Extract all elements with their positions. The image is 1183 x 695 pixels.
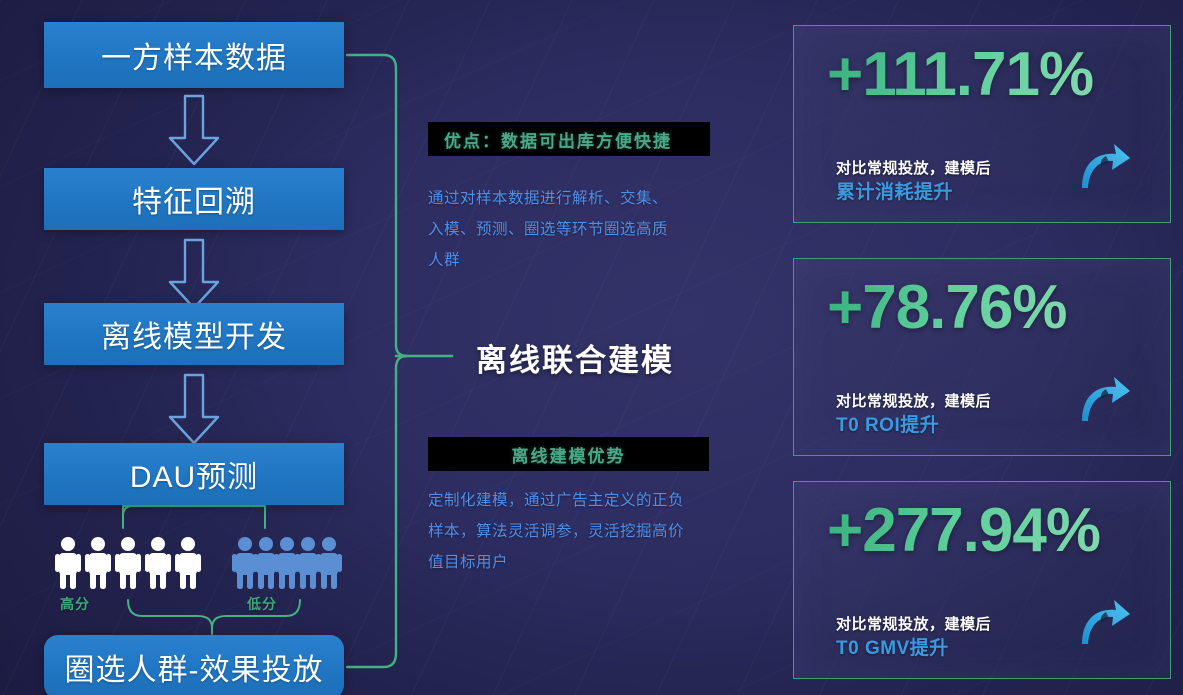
metric-name: T0 ROI提升 (836, 415, 940, 436)
person-icon (55, 537, 201, 589)
banner-label: 离线建模优势 (511, 446, 626, 466)
metric-percent: +111.71% (827, 40, 1094, 109)
flow-box-audience-delivery[interactable]: 圈选人群-效果投放 (44, 635, 344, 695)
flow-box-label: 圈选人群-效果投放 (64, 654, 324, 687)
center-title: 离线联合建模 (476, 343, 674, 378)
metric-card-cumulative-spend[interactable]: +111.71% 对比常规投放，建模后 累计消耗提升 (793, 25, 1171, 223)
metric-card-t0-roi[interactable]: +78.76% 对比常规投放，建模后 T0 ROI提升 (793, 258, 1171, 456)
arrow-down-icon (168, 94, 220, 166)
banner-label: 优点：数据可出库方便快捷 (444, 131, 672, 151)
metric-subtitle: 对比常规投放，建模后 (836, 616, 992, 633)
curved-up-right-arrow-icon (1082, 144, 1130, 188)
arrow-down-icon (168, 373, 220, 445)
flow-box-offline-model-dev[interactable]: 离线模型开发 (44, 303, 344, 365)
score-label-high: 高分 (60, 596, 90, 612)
curved-up-right-arrow-icon (1082, 600, 1130, 644)
score-label-low: 低分 (247, 596, 277, 612)
flow-box-dau-prediction[interactable]: DAU预测 (44, 443, 344, 505)
flow-box-label: DAU预测 (129, 461, 259, 494)
metric-percent: +277.94% (827, 496, 1101, 565)
people-group-low-score (232, 536, 342, 590)
paragraph-model: 定制化建模，通过广告主定义的正负样本，算法灵活调参，灵活挖掘高价值目标用户 (428, 492, 685, 571)
banner-advantage-data: 优点：数据可出库方便快捷 (428, 122, 710, 156)
flow-box-label: 离线模型开发 (101, 321, 287, 354)
metric-subtitle: 对比常规投放，建模后 (836, 160, 992, 177)
metric-name: 累计消耗提升 (836, 182, 954, 203)
paragraph-data: 通过对样本数据进行解析、交集、入模、预测、圈选等环节圈选高质人群 (428, 190, 669, 269)
metric-percent: +78.76% (827, 273, 1067, 342)
flow-box-sample-data[interactable]: 一方样本数据 (44, 22, 344, 88)
metric-card-t0-gmv[interactable]: +277.94% 对比常规投放，建模后 T0 GMV提升 (793, 481, 1171, 679)
flow-box-label: 一方样本数据 (101, 42, 287, 75)
curved-up-right-arrow-icon (1082, 377, 1130, 421)
banner-advantage-model: 离线建模优势 (428, 437, 709, 471)
arrow-down-icon (168, 238, 220, 310)
metric-name: T0 GMV提升 (836, 638, 949, 659)
person-icon (232, 537, 342, 589)
flow-box-label: 特征回溯 (132, 186, 256, 219)
people-group-high-score (55, 536, 207, 590)
metric-subtitle: 对比常规投放，建模后 (836, 393, 992, 410)
flow-box-feature-backtrack[interactable]: 特征回溯 (44, 168, 344, 230)
